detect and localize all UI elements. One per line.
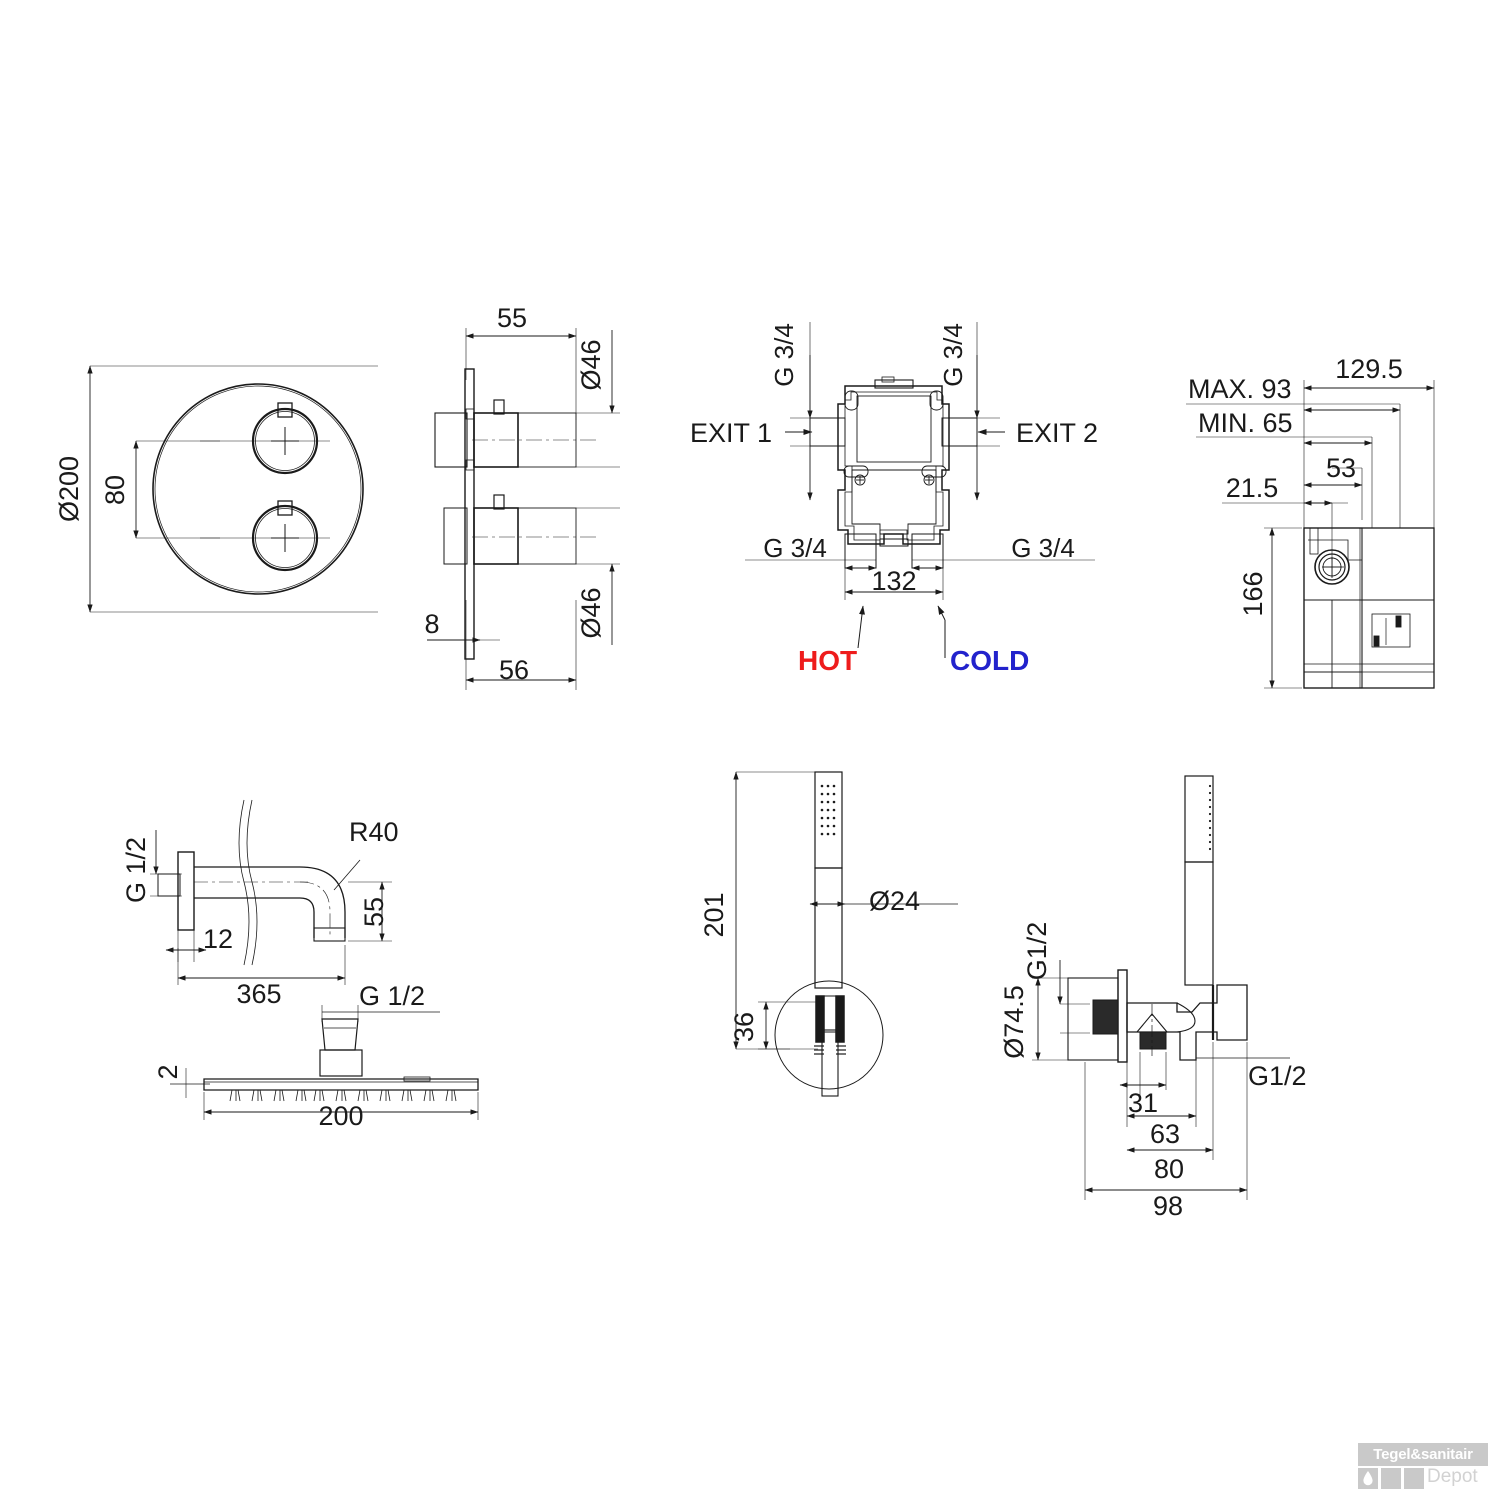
label-exit-2: EXIT 2 [1016,418,1098,448]
dim-offset-53: 53 [1326,453,1356,483]
watermark-depot-text: Depot [1427,1466,1478,1487]
watermark-tile-2 [1381,1468,1401,1489]
dim-wand-length-201: 201 [699,892,729,937]
thread-outlet-inlet-g12: G1/2 [1022,922,1052,981]
dim-plate-diameter: Ø200 [54,456,84,522]
label-hot: HOT [798,645,857,676]
dim-depth-max-93: MAX. 93 [1188,374,1292,404]
dim-total-depth-56: 56 [499,655,529,685]
thread-exit1-g34: G 3/4 [769,323,799,387]
dim-wand-diameter-24: Ø24 [869,886,920,916]
dim-offset-80: 80 [1154,1154,1184,1184]
dim-knob-dia-bottom: Ø46 [576,587,606,638]
label-cold: COLD [950,645,1029,676]
dim-height-166: 166 [1238,571,1268,616]
dim-offset-215: 21.5 [1226,473,1279,503]
thread-cold-g34: G 3/4 [1011,533,1075,563]
watermark-tile-3 [1404,1468,1424,1489]
water-drop-icon [1363,1471,1373,1486]
label-exit-1: EXIT 1 [690,418,772,448]
view-valve-body-side [1186,380,1435,689]
dim-head-width-200: 200 [318,1101,363,1131]
dim-offset-63: 63 [1150,1119,1180,1149]
view-rain-shower-head [170,1005,479,1120]
watermark-brand-name: Tegel&sanitair [1358,1443,1488,1466]
dim-plate-thickness-2: 2 [153,1064,183,1079]
dim-depth-55: 55 [497,303,527,333]
watermark-bottom-row: Depot [1358,1466,1488,1491]
dim-flange-diameter-745: Ø74.5 [999,985,1029,1059]
dim-knob-dia-top: Ø46 [576,339,606,390]
view-wall-spout [150,799,392,985]
dim-flange-thickness-12: 12 [203,924,233,954]
thread-showerhead-g12: G 1/2 [359,981,425,1011]
dim-outlet-drop-55: 55 [359,897,389,927]
thread-hot-g34: G 3/4 [763,533,827,563]
watermark-logo: Tegel&sanitair Depot [1358,1443,1488,1491]
view-wall-outlet-holder [1032,775,1290,1200]
dim-inlet-spacing-132: 132 [871,566,916,596]
dim-radius-r40: R40 [349,817,399,847]
thread-outlet-g12: G1/2 [1248,1061,1307,1091]
dim-offset-98: 98 [1153,1191,1183,1221]
view-faceplate-side [427,328,620,690]
dim-overall-depth-1295: 129.5 [1335,354,1403,384]
dim-depth-min-65: MIN. 65 [1198,408,1293,438]
dim-handle-spacing: 80 [100,475,130,505]
dim-spout-projection-365: 365 [236,979,281,1009]
view-valve-body [745,322,1095,658]
watermark-tile-1 [1358,1468,1378,1489]
view-faceplate-front [87,365,378,613]
thread-exit2-g34: G 3/4 [938,323,968,387]
view-hand-shower [733,771,958,1097]
dim-offset-31: 31 [1128,1088,1158,1118]
dim-wand-base-36: 36 [729,1012,759,1042]
dim-plate-thickness-8: 8 [424,609,439,639]
thread-spout-inlet: G 1/2 [121,837,151,903]
